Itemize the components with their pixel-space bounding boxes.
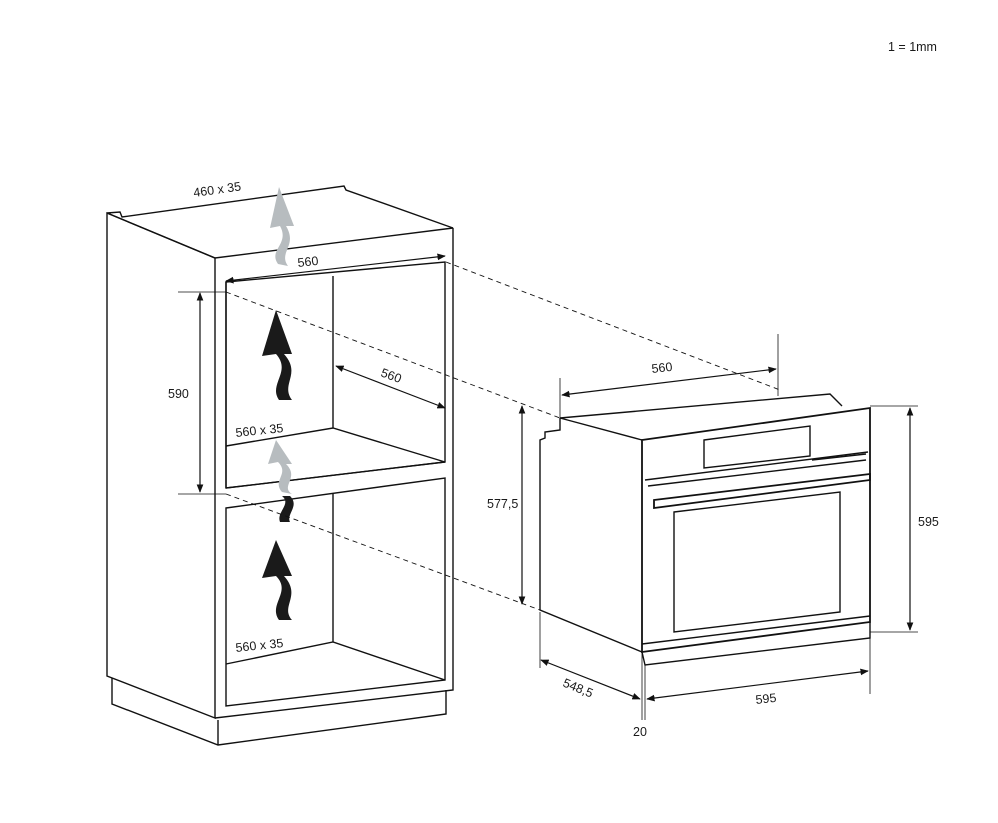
label-oven-body-height: 577,5 bbox=[487, 497, 518, 511]
label-oven-body-width: 560 bbox=[651, 360, 673, 376]
label-opening-width: 560 bbox=[297, 254, 319, 270]
oven-front bbox=[641, 406, 871, 654]
airflow-arrow-top bbox=[270, 187, 294, 266]
oven-bottom-strip bbox=[641, 622, 871, 666]
oven-body-top bbox=[559, 393, 843, 419]
label-middle-vent: 560 x 35 bbox=[235, 421, 284, 440]
lower-opening bbox=[225, 477, 446, 707]
label-oven-front-height: 595 bbox=[918, 515, 939, 529]
label-opening-height: 590 bbox=[168, 387, 189, 401]
oven-body-side bbox=[539, 418, 643, 653]
label-oven-front-width: 595 bbox=[755, 691, 777, 707]
oven-door-handle[interactable] bbox=[653, 472, 871, 510]
oven-display bbox=[703, 425, 811, 469]
control-panel-divider bbox=[644, 451, 869, 481]
airflow-arrow-middle-dark bbox=[279, 496, 294, 522]
lower-shelf bbox=[225, 641, 446, 681]
oven-door-window bbox=[673, 491, 841, 633]
cabinet-drawing bbox=[106, 185, 454, 746]
cabinet-plinth bbox=[111, 678, 447, 746]
cabinet-top bbox=[106, 185, 454, 259]
projection-lines bbox=[225, 261, 781, 611]
dim-oven-depth bbox=[540, 659, 641, 700]
cabinet-front-frame bbox=[214, 228, 454, 719]
dimension-labels: 1 = 1mm 460 x 35 560 590 560 560 x 35 56… bbox=[168, 40, 939, 739]
label-top-vent: 460 x 35 bbox=[192, 179, 241, 200]
upper-opening bbox=[225, 261, 446, 489]
cabinet-dimensions bbox=[178, 253, 446, 495]
dim-opening-width bbox=[225, 253, 446, 284]
oven-dimensions bbox=[518, 334, 918, 720]
scale-note: 1 = 1mm bbox=[888, 40, 937, 54]
label-front-thickness: 20 bbox=[633, 725, 647, 739]
dim-oven-front-width bbox=[646, 668, 869, 702]
label-bottom-vent: 560 x 35 bbox=[235, 636, 284, 655]
upper-shelf bbox=[225, 427, 446, 463]
airflow-arrow-upper bbox=[262, 310, 292, 400]
oven-drawing bbox=[539, 393, 871, 666]
label-opening-depth: 560 bbox=[379, 366, 403, 386]
airflow-arrow-lower bbox=[262, 540, 292, 620]
dim-opening-depth bbox=[335, 365, 446, 409]
dim-oven-body-width bbox=[561, 366, 777, 398]
airflow-arrows bbox=[262, 187, 294, 620]
airflow-arrow-middle-light bbox=[268, 440, 292, 494]
cabinet-left-side bbox=[106, 211, 216, 720]
